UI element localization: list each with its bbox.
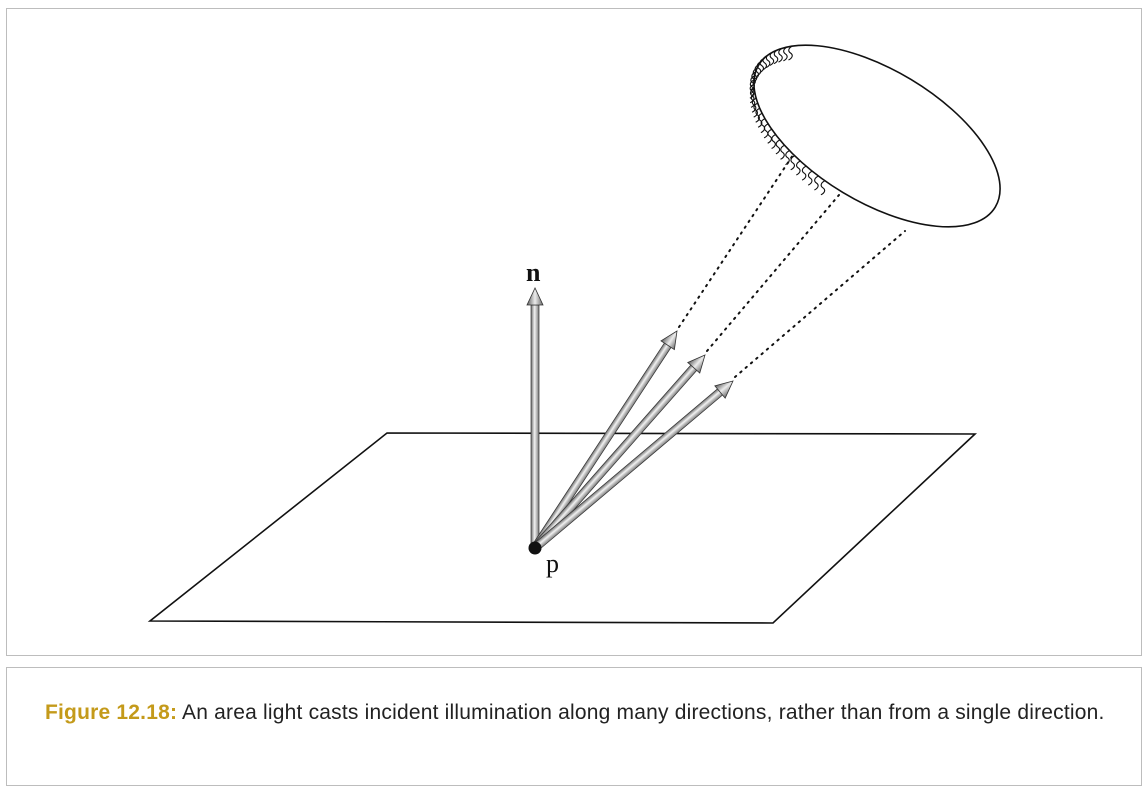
emission-squiggle xyxy=(820,180,826,196)
emission-squiggle xyxy=(814,175,819,191)
emission-squiggle xyxy=(751,71,756,87)
emission-squiggle xyxy=(769,50,775,66)
emission-squiggle xyxy=(754,64,760,80)
emission-squiggle xyxy=(807,170,813,186)
emission-squiggle xyxy=(760,118,766,134)
emission-squiggle xyxy=(780,144,785,160)
dotted-projection-lines xyxy=(678,148,906,378)
emission-squiggle xyxy=(767,128,772,144)
emission-squiggle xyxy=(755,107,760,123)
emission-squiggle xyxy=(756,61,762,77)
caption-label: Figure 12.18: xyxy=(45,701,178,724)
caption-body: An area light casts incident illuminatio… xyxy=(182,701,1105,724)
emission-squiggle xyxy=(783,46,788,62)
area-light xyxy=(749,44,1001,228)
emission-squiggle xyxy=(788,45,793,61)
surface-point xyxy=(528,541,542,555)
emission-squiggle xyxy=(773,49,779,65)
emission-squiggle xyxy=(763,123,769,139)
figure-caption: Figure 12.18: An area light casts incide… xyxy=(45,698,1105,727)
emission-squiggle xyxy=(752,67,758,83)
emission-squiggle xyxy=(796,160,801,176)
light-emission-squiggles xyxy=(749,45,826,196)
normal-label: n xyxy=(526,258,541,287)
emission-squiggle xyxy=(801,165,807,181)
emission-squiggle xyxy=(762,55,767,71)
emission-squiggle xyxy=(771,134,776,149)
emission-squiggle xyxy=(775,139,781,155)
emission-squiggle xyxy=(765,53,771,69)
point-label: p xyxy=(546,549,559,578)
area-light-diagram: n p xyxy=(147,44,1001,624)
emission-squiggle xyxy=(785,150,790,166)
emission-squiggle xyxy=(790,155,795,171)
incident-arrows xyxy=(531,330,734,552)
emission-squiggle xyxy=(753,102,758,118)
caption-panel: Figure 12.18: An area light casts incide… xyxy=(6,667,1142,786)
emission-squiggle xyxy=(778,47,783,63)
emission-squiggle xyxy=(757,112,763,128)
emission-squiggle xyxy=(759,58,764,74)
figure-panel: n p xyxy=(6,8,1142,656)
